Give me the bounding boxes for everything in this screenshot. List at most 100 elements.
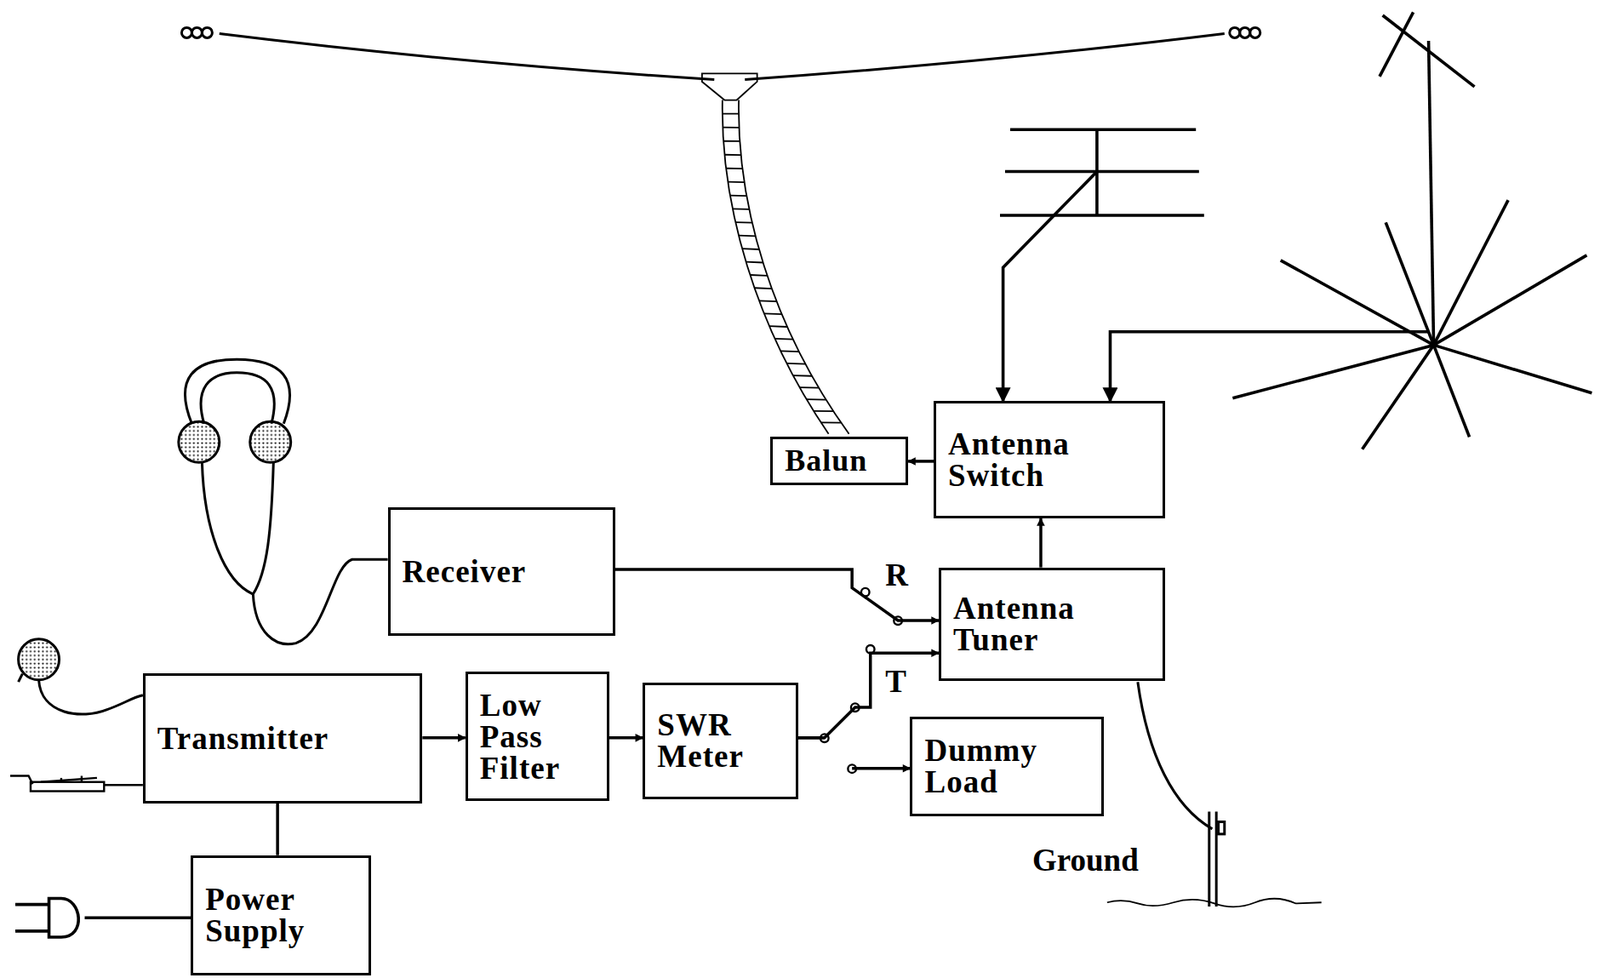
ladder-rung — [735, 221, 753, 223]
headphones-part — [250, 421, 292, 463]
box-label: Antenna Switch — [948, 428, 1151, 492]
ground-rod-part — [1137, 681, 1213, 829]
headphones-part — [252, 559, 388, 644]
connector-wire — [275, 803, 280, 856]
vertical-antenna-part — [1362, 344, 1435, 449]
antenna-switch-box: Antenna Switch — [933, 400, 1166, 519]
morse-key-part — [103, 783, 143, 786]
ladder-rung — [738, 234, 756, 238]
dipole-antenna-part — [702, 73, 758, 100]
dipole-antenna-part — [744, 34, 1225, 80]
ladder-rung — [724, 154, 741, 156]
connector-wire — [908, 459, 934, 463]
dipole-antenna-part — [1240, 27, 1251, 38]
morse-key-part — [60, 777, 63, 783]
connector-wire — [422, 736, 465, 740]
ladder-line-part — [722, 114, 841, 423]
low-pass-filter-box: Low Pass Filter — [465, 671, 610, 801]
microphone-part — [18, 639, 60, 680]
box-label: SWR Meter — [657, 708, 783, 772]
yagi-antenna — [1000, 129, 1205, 401]
vertical-antenna-part — [1379, 11, 1414, 77]
dipole-antenna-part — [201, 27, 212, 38]
box-label: Antenna Tuner — [953, 592, 1151, 656]
vertical-antenna-part — [1109, 331, 1429, 402]
ground-label: Ground — [1030, 844, 1141, 876]
headphones-part — [252, 462, 274, 595]
yagi-antenna-part — [1005, 170, 1200, 174]
connector-wire — [609, 736, 644, 740]
ladder-line — [722, 100, 850, 435]
balun-box: Balun — [770, 436, 909, 485]
vertical-antenna-part — [1434, 255, 1588, 346]
ladder-rung — [742, 247, 760, 251]
ladder-line-part — [722, 100, 829, 435]
power-plug-part — [15, 902, 50, 907]
box-label: Balun — [784, 445, 894, 476]
morse-key-part — [40, 777, 98, 783]
connector-wire — [1039, 518, 1043, 568]
ladder-line-part — [738, 100, 850, 435]
ladder-rung — [774, 337, 793, 341]
dummy-load-box: Dummy Load — [909, 716, 1104, 818]
ladder-rung — [793, 374, 812, 377]
headphones-part — [184, 359, 290, 424]
ladder-rung — [727, 181, 744, 183]
switch-position-label: T — [883, 665, 909, 698]
dipole-antenna-part — [1229, 27, 1240, 38]
headphones-part — [200, 372, 275, 424]
yagi-antenna-part — [1000, 213, 1205, 218]
box-label: Dummy Load — [924, 734, 1090, 798]
ladder-rung — [732, 207, 749, 210]
dipole-antenna-part — [181, 27, 192, 38]
box-label: Transmitter — [157, 722, 409, 755]
connector-wire — [798, 737, 911, 769]
power-plug-part — [15, 929, 50, 933]
vertical-antenna — [1109, 11, 1592, 449]
morse-key-part — [10, 776, 33, 785]
ladder-rung — [806, 398, 827, 400]
ground-rod-part — [1207, 811, 1211, 908]
box-label: Low Pass Filter — [480, 689, 595, 784]
vertical-antenna-part — [1428, 40, 1435, 345]
ladder-rung — [769, 325, 788, 328]
ladder-rung — [821, 421, 842, 423]
ladder-rung — [780, 350, 800, 354]
ladder-rung — [800, 386, 820, 389]
vertical-antenna-part — [1434, 344, 1470, 437]
ground-rod-part — [1218, 821, 1225, 834]
box-label: Receiver — [402, 555, 601, 588]
ladder-rung — [746, 261, 764, 264]
transmitter-box: Transmitter — [142, 673, 423, 803]
power-plug — [15, 897, 191, 938]
receiver-box: Receiver — [388, 507, 616, 636]
ladder-rung — [759, 299, 778, 303]
power-plug-part — [49, 897, 80, 938]
ladder-rung — [723, 140, 740, 143]
antenna-tuner-box: Antenna Tuner — [938, 567, 1166, 681]
vertical-antenna-part — [1382, 15, 1475, 87]
microphone-part — [18, 674, 23, 683]
microphone-part — [39, 680, 143, 715]
box-label: Power Supply — [205, 883, 357, 947]
ladder-rung — [730, 194, 747, 197]
morse-key-part — [30, 782, 104, 792]
dipole-antenna — [181, 27, 1260, 100]
yagi-antenna-part — [1003, 171, 1098, 401]
vertical-antenna-part — [1385, 222, 1434, 345]
ladder-rung — [813, 410, 834, 412]
headphones — [178, 359, 389, 645]
ladder-rung — [764, 312, 783, 315]
ground-rod-part — [1107, 898, 1322, 908]
power-supply-box: Power Supply — [190, 855, 372, 976]
dipole-antenna-part — [191, 27, 202, 38]
ladder-rung — [754, 286, 772, 290]
swr-meter-box: SWR Meter — [642, 682, 798, 800]
headphones-part — [201, 462, 253, 595]
dipole-antenna-part — [1250, 27, 1261, 38]
ladder-rung — [749, 274, 767, 277]
vertical-antenna-part — [1434, 344, 1593, 393]
